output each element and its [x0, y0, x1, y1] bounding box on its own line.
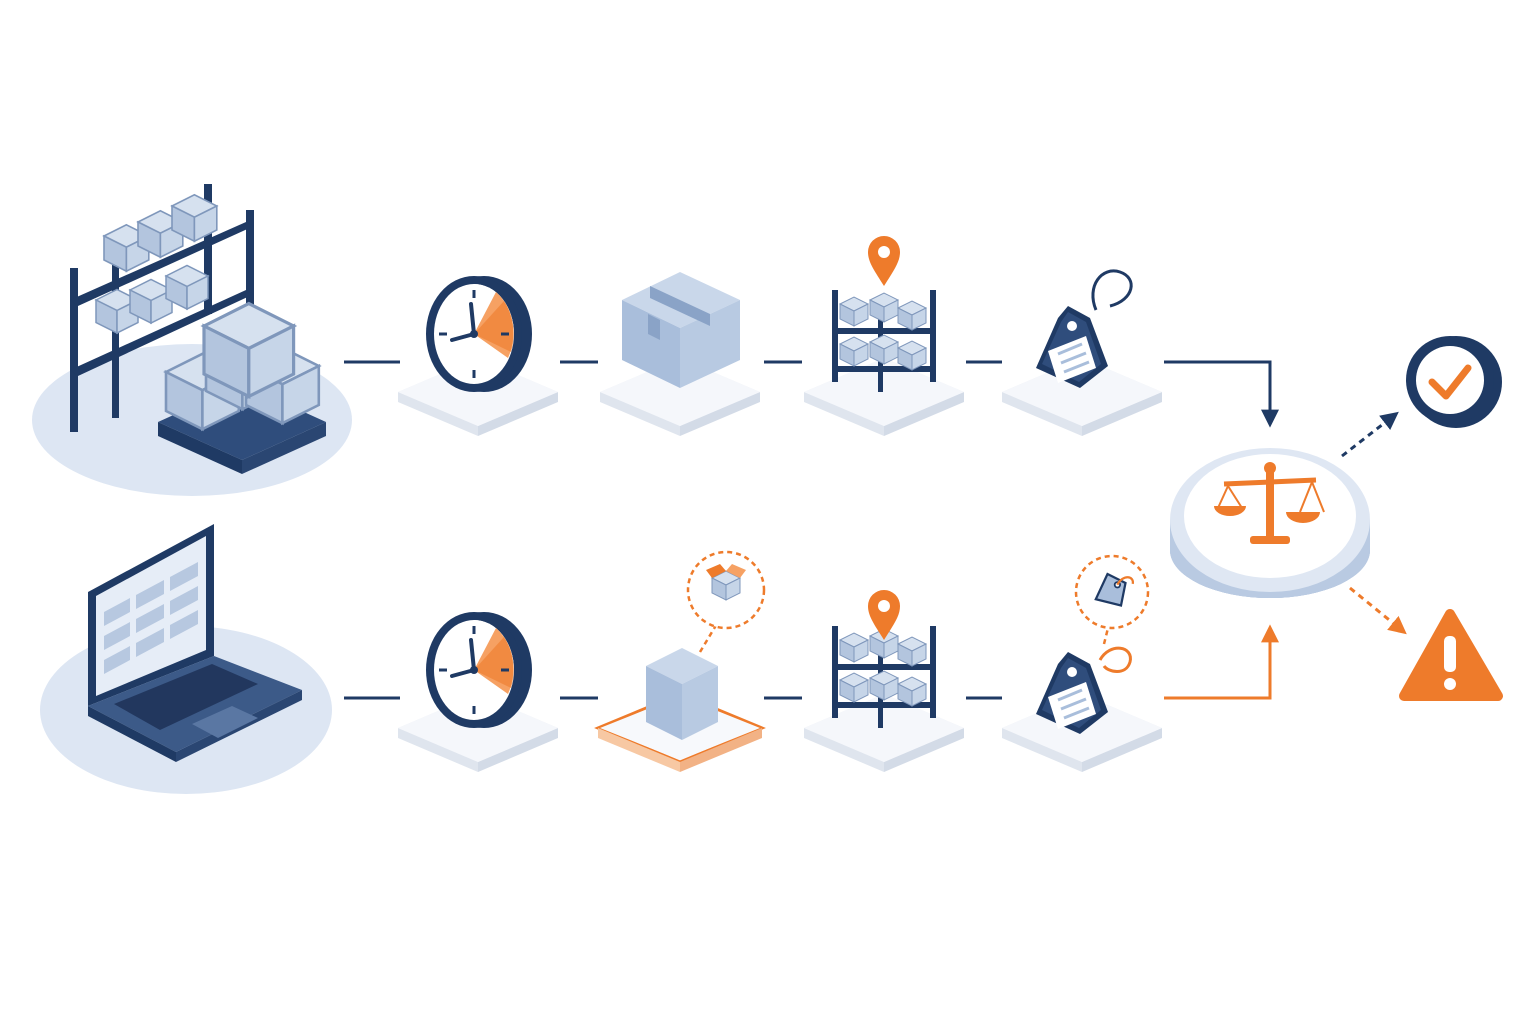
tile-shelf-top — [804, 236, 964, 436]
tile-tag-top — [1002, 269, 1162, 436]
tile-box-top — [600, 272, 760, 436]
outcome-warning — [1349, 586, 1503, 701]
clock-icon — [424, 610, 534, 730]
bottom-row — [40, 524, 1279, 794]
balance-scale-icon — [1214, 462, 1325, 544]
small-tag-icon — [1094, 572, 1134, 607]
tile-clock-top — [398, 274, 558, 436]
tile-box-bottom-highlighted — [594, 550, 766, 772]
top-row — [32, 184, 1279, 496]
check-icon — [1428, 364, 1472, 400]
location-pin-icon — [868, 590, 900, 640]
warehouse-icon — [32, 184, 352, 496]
tile-clock-bottom — [398, 610, 558, 772]
outcome-check — [1341, 336, 1502, 458]
tile-tag-bottom — [1002, 554, 1162, 772]
tile-shelf-bottom — [804, 590, 964, 772]
laptop-icon — [40, 524, 332, 794]
arrow-to-scale-top — [1164, 360, 1279, 428]
clock-icon — [424, 274, 534, 394]
open-box-icon — [706, 564, 746, 601]
scale-comparator — [1170, 448, 1370, 598]
box-icon — [622, 272, 740, 388]
arrow-to-scale-bottom — [1164, 624, 1279, 700]
box-icon — [646, 648, 718, 740]
location-pin-icon — [868, 236, 900, 286]
